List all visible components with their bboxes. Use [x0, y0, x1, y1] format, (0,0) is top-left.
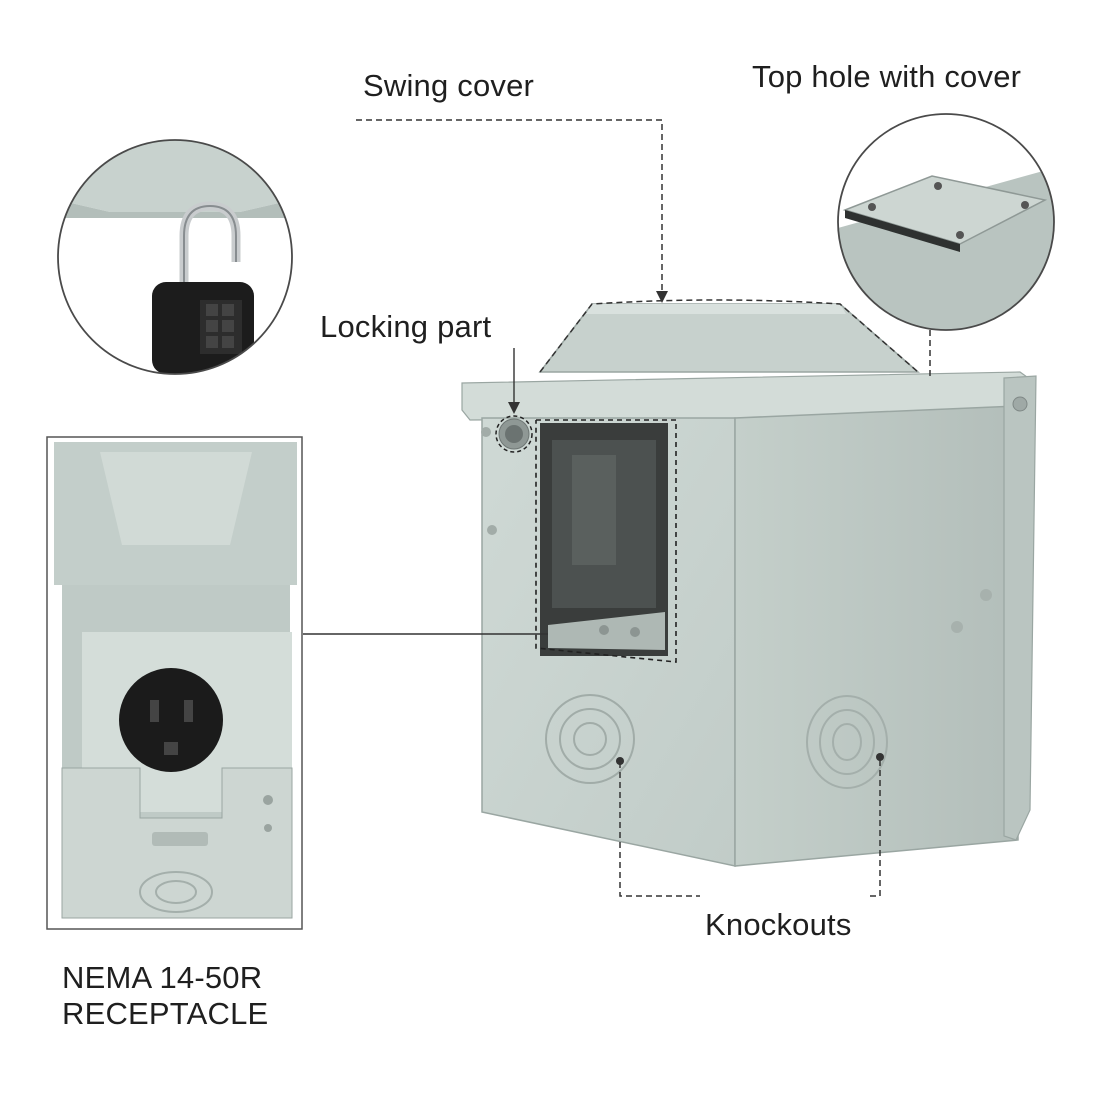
main-enclosure [461, 303, 1037, 867]
receptacle-caption: NEMA 14-50R RECEPTACLE [62, 960, 268, 1031]
knockouts-label: Knockouts [705, 907, 852, 942]
receptacle-inset [46, 436, 303, 930]
locking-inset [57, 139, 293, 375]
top-hole-label: Top hole with cover [752, 59, 1022, 94]
callout-lines [356, 119, 931, 897]
locking-part-label: Locking part [320, 309, 492, 344]
top-hole-inset [837, 113, 1055, 331]
receptacle-caption-line1: NEMA 14-50R [62, 960, 263, 995]
swing-cover-label: Swing cover [363, 68, 535, 103]
receptacle-caption-line2: RECEPTACLE [62, 995, 269, 1031]
